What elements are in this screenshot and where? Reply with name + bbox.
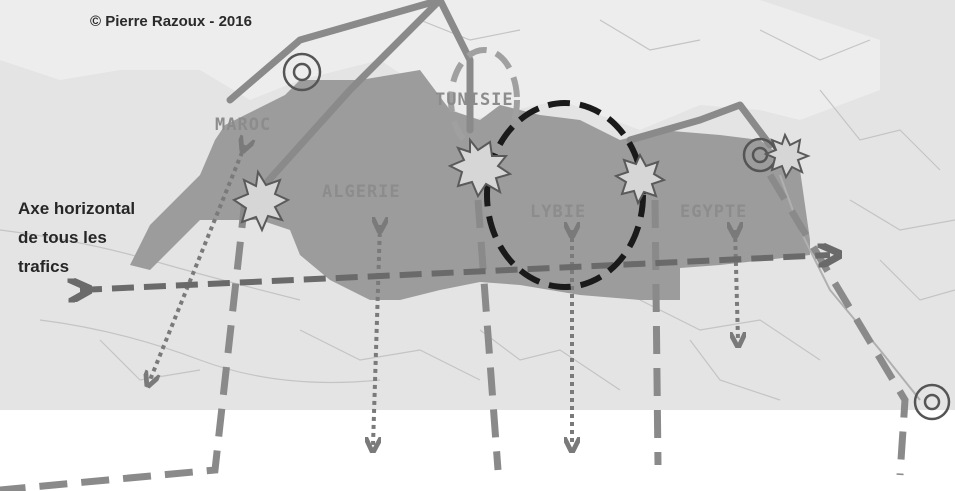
axis-legend-line-1: Axe horizontal xyxy=(18,199,135,218)
target-ring-gibraltar xyxy=(282,52,322,92)
explosion-icon-maroc xyxy=(231,169,291,233)
copyright-text: © Pierre Razoux - 2016 xyxy=(90,13,252,30)
country-label-tunisie: TUNISIE xyxy=(435,90,514,110)
country-label-algerie: ALGERIE xyxy=(322,182,401,202)
explosion-icon-sinai xyxy=(763,132,811,180)
country-label-egypte: EGYPTE xyxy=(680,202,747,222)
mediterranean-sea xyxy=(0,0,880,130)
target-ring-bab-el-mandeb xyxy=(913,383,951,421)
country-label-lybie: LYBIE xyxy=(530,202,586,222)
country-label-maroc: MAROC xyxy=(215,115,271,135)
northern-routes xyxy=(226,0,774,194)
axis-legend-line-3: trafics xyxy=(18,257,69,276)
explosion-icon-libye xyxy=(613,152,667,206)
explosion-icon-tunisie xyxy=(447,137,513,199)
horizontal-traffic-axis xyxy=(80,255,830,290)
page-bottom-white xyxy=(0,410,955,491)
axis-legend-line-2: de tous les xyxy=(18,228,107,247)
faint-borders xyxy=(0,19,955,401)
conflict-markers xyxy=(231,132,811,233)
